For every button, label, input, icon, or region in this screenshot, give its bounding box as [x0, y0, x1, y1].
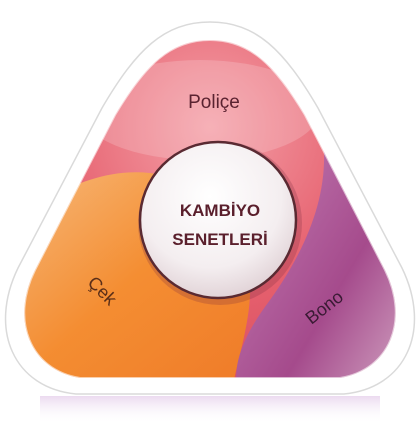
inner-border	[23, 38, 397, 379]
center-circle	[138, 140, 298, 300]
highlight	[80, 60, 320, 160]
center-title-line1: KAMBİYO	[180, 201, 260, 220]
center-title-line2: SENETLERİ	[172, 230, 267, 249]
reflection	[40, 396, 380, 424]
segment-label-police: Poliçe	[188, 92, 240, 113]
